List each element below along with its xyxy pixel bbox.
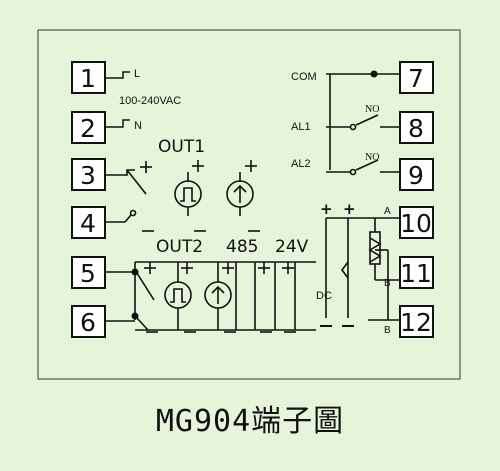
dc-plus-1: +	[320, 200, 333, 218]
terminal-11-label: 11	[400, 259, 432, 288]
terminal-8-label: 8	[408, 114, 424, 143]
terminal-10-a-label: A	[384, 206, 391, 217]
terminal-7-box	[399, 61, 434, 94]
terminal-3-label: 3	[80, 161, 96, 190]
al2-label: AL2	[291, 158, 311, 170]
terminal-7-label: 7	[408, 64, 424, 93]
al1-no-label: NO	[365, 104, 379, 115]
diagram-frame	[37, 29, 461, 380]
com-junction	[370, 70, 378, 78]
terminal-1-label: 1	[80, 64, 96, 93]
out1-wiring	[105, 169, 254, 223]
alarm-wiring	[326, 73, 400, 176]
v24-label: 24V	[275, 237, 309, 257]
terminal-2-box	[71, 111, 106, 144]
al2-no-label: NO	[365, 152, 379, 163]
terminal-9-box	[399, 158, 434, 191]
terminal-2-label: 2	[80, 114, 96, 143]
dc-label: DC	[316, 290, 332, 302]
terminal-4-box	[71, 206, 106, 239]
terminal-10-box	[399, 206, 434, 239]
power-l-label: L	[134, 68, 140, 80]
terminal-9-label: 9	[408, 161, 424, 190]
terminal-5-label: 5	[80, 259, 96, 288]
com-label: COM	[291, 71, 317, 83]
out2-polarity	[144, 262, 296, 333]
terminal-10-label: 10	[400, 209, 432, 238]
out1-label: OUT1	[158, 137, 205, 157]
dc-plus-2: +	[343, 200, 356, 218]
voltage-label: 100-240VAC	[119, 95, 181, 107]
terminal-6-label: 6	[80, 308, 96, 337]
out1-polarity	[140, 160, 260, 232]
terminal-12-b-label: B	[384, 325, 391, 336]
diagram-caption: MG904端子圖	[155, 404, 345, 439]
terminal-12-box	[399, 305, 434, 338]
out2-junctions	[131, 268, 139, 320]
dc-wiring	[325, 217, 400, 321]
power-wires	[105, 71, 130, 128]
out2-wiring	[105, 261, 316, 331]
terminal-4-label: 4	[80, 209, 96, 238]
rs485-label: 485	[226, 237, 258, 257]
al1-label: AL1	[291, 121, 311, 133]
power-n-label: N	[134, 120, 142, 132]
terminal-5-box	[71, 256, 106, 289]
out2-label: OUT2	[156, 237, 203, 257]
terminal-11-box	[399, 256, 434, 289]
terminal-12-label: 12	[400, 308, 432, 337]
terminal-1-box	[71, 61, 106, 94]
terminal-6-box	[71, 305, 106, 338]
